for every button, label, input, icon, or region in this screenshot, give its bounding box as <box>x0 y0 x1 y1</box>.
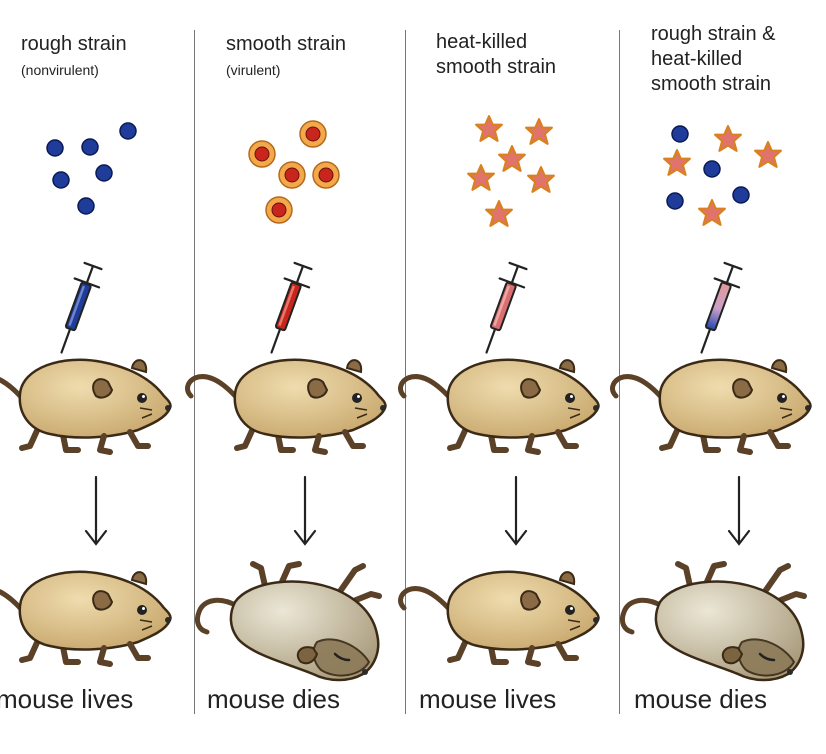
heat-killed-bacterium <box>498 145 526 172</box>
heat-killed-bacterium <box>485 200 513 227</box>
rough-bacterium <box>81 138 99 156</box>
syringe-mixture <box>688 260 747 358</box>
panel-1-result: mouse lives <box>0 684 134 714</box>
rough-bacterium <box>52 171 70 189</box>
rough-bacterium <box>671 125 689 143</box>
syringe-heat-killed <box>473 260 532 358</box>
panel-2-title: smooth strain <box>226 32 346 57</box>
mouse-injected-2 <box>188 360 386 452</box>
panel-1-subtitle: (nonvirulent) <box>21 62 99 78</box>
syringe-rough <box>48 260 107 358</box>
panel-2-result: mouse dies <box>207 684 340 714</box>
panel-3-title-line-1: heat-killed <box>436 31 528 53</box>
mouse-outcome-dead-4 <box>622 564 804 680</box>
arrow-down-icon <box>84 475 108 546</box>
syringe-smooth <box>258 260 317 358</box>
heat-killed-bacterium <box>714 125 742 152</box>
heat-killed-bacterium <box>467 164 495 191</box>
mouse-injected-3 <box>401 360 599 452</box>
rough-bacterium <box>666 192 684 210</box>
panel-divider-2 <box>405 30 406 714</box>
mouse-outcome-alive-1 <box>0 572 171 664</box>
arrow-down-icon <box>504 475 528 546</box>
heat-killed-bacteria-group <box>467 115 555 227</box>
arrow-down-icon <box>293 475 317 546</box>
panel-4-result: mouse dies <box>634 684 767 714</box>
mouse-outcome-alive-3 <box>401 572 599 664</box>
rough-bacterium <box>703 160 721 178</box>
panel-1-title-line-1: rough strain <box>21 33 127 55</box>
panel-divider-1 <box>194 30 195 714</box>
smooth-bacteria-group <box>248 120 340 224</box>
rough-bacteria-group-1 <box>46 122 137 215</box>
panel-3-title: heat-killed smooth strain <box>436 30 556 80</box>
panel-4-title: rough strain & heat-killed smooth strain <box>651 22 776 97</box>
panel-4-title-line-2: heat-killed <box>651 48 743 70</box>
heat-killed-bacterium <box>475 115 503 142</box>
mixed-bacteria-group <box>663 125 782 226</box>
rough-bacterium <box>95 164 113 182</box>
rough-bacterium <box>119 122 137 140</box>
panel-4-title-line-3: smooth strain <box>651 73 772 95</box>
heat-killed-bacterium <box>525 118 553 145</box>
smooth-bacterium <box>299 120 327 148</box>
heat-killed-bacterium <box>698 199 726 226</box>
arrow-down-icon <box>727 475 751 546</box>
panel-1-title: rough strain <box>21 32 127 57</box>
rough-bacterium <box>77 197 95 215</box>
smooth-bacterium <box>248 140 276 168</box>
panel-4-title-line-1: rough strain & <box>651 23 776 45</box>
panel-2-title-line-1: smooth strain <box>226 33 347 55</box>
heat-killed-bacterium <box>754 141 782 168</box>
mouse-injected-1 <box>0 360 171 452</box>
panel-3-result: mouse lives <box>419 684 557 714</box>
heat-killed-bacterium <box>527 166 555 193</box>
mouse-outcome-dead-2 <box>197 564 379 680</box>
rough-bacterium <box>46 139 64 157</box>
panel-divider-3 <box>619 30 620 714</box>
panel-2-subtitle: (virulent) <box>226 62 281 78</box>
panel-3-title-line-2: smooth strain <box>436 56 557 78</box>
smooth-bacterium <box>312 161 340 189</box>
mouse-injected-4 <box>613 360 811 452</box>
heat-killed-bacterium <box>663 149 691 176</box>
smooth-bacterium <box>278 161 306 189</box>
rough-bacterium <box>732 186 750 204</box>
smooth-bacterium <box>265 196 293 224</box>
